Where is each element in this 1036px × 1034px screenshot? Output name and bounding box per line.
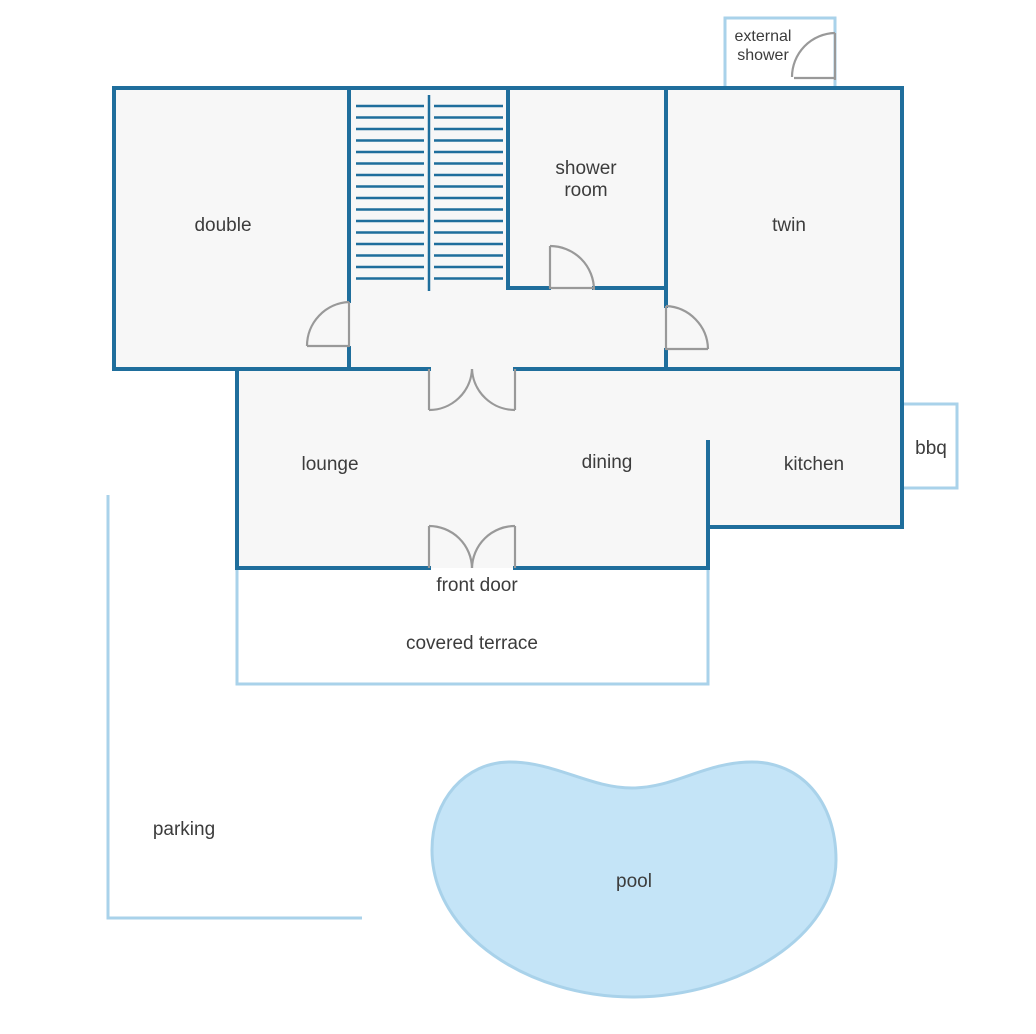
external-shower-label-line1: external [735,28,792,45]
double-door [305,300,351,348]
dining-label: dining [582,452,633,473]
covered-terrace-label: covered terrace [406,633,538,654]
pool-shape [430,760,838,999]
front-door-label: front door [436,575,518,596]
covered-terrace-outline [235,568,710,686]
parking-label: parking [153,819,215,840]
house-floor [114,88,902,568]
shower-room-label-line2: room [564,180,607,201]
parking-outline [106,495,362,920]
twin-label: twin [772,215,806,236]
hallway-double-door [427,368,517,412]
lounge-label: lounge [301,454,358,475]
front-door [427,524,517,569]
staircase [356,95,503,291]
external-shower-label-line2: shower [737,47,789,64]
twin-door [664,304,710,351]
walls [112,86,904,570]
bbq-label: bbq [915,438,947,459]
external-shower-door [790,31,837,80]
shower-room-label-line1: shower [555,158,617,179]
kitchen-label: kitchen [784,454,844,475]
shower-room-door [548,244,596,291]
pool-label: pool [616,871,652,892]
double-label: double [194,215,251,236]
bbq-area [903,402,959,490]
